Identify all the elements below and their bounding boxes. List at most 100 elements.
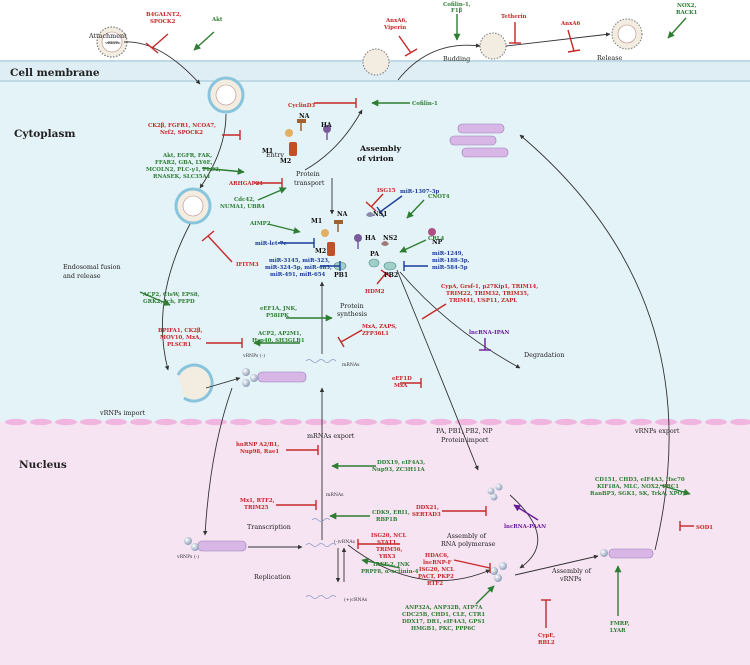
factor-anp-1: ANP32A, ANP32B, ATP7A [404,605,483,611]
m1-mid-label: M1 [311,218,322,225]
factor-cype-1: CypE, [538,633,555,639]
factor-cyclind3: CyclinD3 [288,103,315,109]
factor-eef1a-2: P58IPK [266,313,289,319]
factor-spock2: SPOCK2 [150,19,176,25]
factor-lncrna-paan: lncRNA-PAAN [504,524,546,530]
step-assembly-virion-1: Assembly [359,144,401,153]
ha-top-label: HA [321,122,332,129]
factor-acp2b-2: Hsp40, SH3GLB1 [252,338,305,344]
factor-fmrp-2: LYAR [610,628,626,634]
nuclear-pore [180,418,202,426]
m1-mid-sphere [321,229,329,237]
factor-irep-1: IREF-2, JNK [373,562,410,568]
factor-anxa6-release: AnxA6 [560,21,580,27]
factor-cofilin-f1b-1: Cofilin-1, [443,2,471,8]
factor-bpifa1-3: PLSCR1 [167,342,192,348]
step-transcription: Transcription [247,523,291,531]
factor-akt-attachment: Akt [211,17,223,23]
factor-cd151-1: CD151, CHD3, eIF4A3, Hsc70 [595,477,685,483]
factor-ddx19-2: Nup93, ZC3H11A [372,467,425,473]
step-mrnas-export: mRNAs export [307,432,355,440]
ha-mid-glyph [354,234,362,249]
factor-akt-list-3: MCOLN2, PLC-γ1, PLD2, [146,167,221,173]
factor-mir1249-1: miR-1249, [432,251,463,257]
factor-cdc42-1: Cdc42, [234,197,255,203]
nuclear-pore [280,418,302,426]
factor-arhgap21: ARHGAP21 [228,181,263,187]
factor-cype-2: RBL2 [538,640,555,646]
cell-membrane-label: Cell membrane [10,67,100,79]
step-protein-import-1: PA, PB1, PB2, NP [436,427,493,435]
factor-anp-3: DDX17, DR1, eIF4A3, GPS1 [402,619,485,625]
step-entry: Entry [266,151,284,159]
factor-mx1-2: TRIM25 [244,505,269,511]
ns2-label: NS2 [383,235,397,242]
nuclear-pore [30,418,52,426]
ns1-label: NS1 [373,211,387,218]
factor-hdm2: HDM2 [365,289,385,295]
vrnp-rod-nucleus [184,537,247,552]
factor-aimp2: AIMP2 [249,221,271,227]
step-release: Release [597,54,623,62]
cytoplasm-label: Cytoplasm [14,128,75,140]
pa-label: PA [370,251,379,258]
step-protein-transport-1: Protein [296,170,320,178]
m2-mid-label: M2 [315,248,326,255]
step-endosomal-2: and release [63,272,101,280]
lifecycle-paths [123,32,670,583]
factor-akt-list-4: RNASEK, SLC35A1 [153,174,211,180]
factor-cdc42-2: NUMA1, UBR4 [220,204,265,210]
nuclear-pore [505,418,527,426]
factor-mir1249-2: miR-188-3p, [432,258,469,264]
step-assembly-vrnps-2: vRNPs [559,575,581,583]
factor-cypa-1: CypA, Grsf-1, p27Kip1, TRIM14, [441,284,538,290]
factor-acp2b-1: ACP2, AP2M1, [257,331,302,337]
ns2-glyph [381,241,389,246]
factor-mir3145-1: miR-3145, miR-323, [269,258,330,264]
factor-anxa6-viperin-2: Viperin [383,25,406,31]
factor-cypa-2: TRIM22, TRIM32, TRIM35, [446,291,529,297]
factor-akt-list-1: Akt, EGFR, FAK, [162,153,212,159]
factor-crl4: CRL4 [428,236,445,242]
m2-top-label: M2 [280,158,291,165]
factor-nox2-2: RACK1 [676,10,698,16]
vrnps-in-virion: vRNPs [106,40,120,45]
pb1-label: PB1 [334,272,348,279]
virus-attachment-icon: vRNPs [96,26,128,58]
m2-top-barrel [289,142,297,156]
step-assembly-rnap-2: RNA polymerase [441,540,496,548]
factor-hdac6-5: RTF2 [427,581,443,587]
factor-fmrp-1: FMRP, [610,621,630,627]
factor-acp2-2: GRK2, Ich, PEPD [143,299,195,305]
factor-isg20-3: TRIM56, [376,547,402,553]
step-protein-transport-2: transport [294,179,325,187]
step-assembly-vrnps-1: Assembly of [551,567,592,575]
factor-eef1d-1: eEF1D [392,376,412,382]
factor-hdac6-1: HDAC6, [425,553,449,559]
factor-b4galnt2: B4GALNT2, [146,12,182,18]
factor-cnot4: CNOT4 [428,194,450,200]
factor-mx1-1: Mx1, RTF2, [240,498,275,504]
vrnp-rod-cytoplasm [242,368,307,387]
factor-sod1: SOD1 [696,525,713,531]
factor-mir3145-3: miR-491, miR-654 [270,272,325,278]
nuclear-pore [630,418,652,426]
nuclear-pore [730,418,750,426]
m1-top-label: M1 [262,148,273,155]
factor-cd151-2: KIF18A, MLC, NOX2, PRC1 [597,484,679,490]
factor-ifitm3: IFITM3 [236,262,259,268]
factor-isg20-2: STAT1, [377,540,398,546]
endosome-icon [174,187,212,225]
nuclear-pore [330,418,352,426]
svg-text:vRNPs: vRNPs [104,40,118,45]
factor-anxa6-viperin-1: AnxA6, [385,18,407,24]
vrnp-rod-group-top [449,123,509,158]
nuclear-pore [230,418,252,426]
ha-top-glyph [323,125,331,140]
nuclear-pore [430,418,452,426]
factor-ck2-entry-1: CK2β, FGFR1, NCOA7, [148,123,216,129]
nuclear-pore [130,418,152,426]
factor-irep-2: PRPF8, α-actinin-4 [361,569,419,575]
virus-bud-neck-icon [479,32,507,60]
